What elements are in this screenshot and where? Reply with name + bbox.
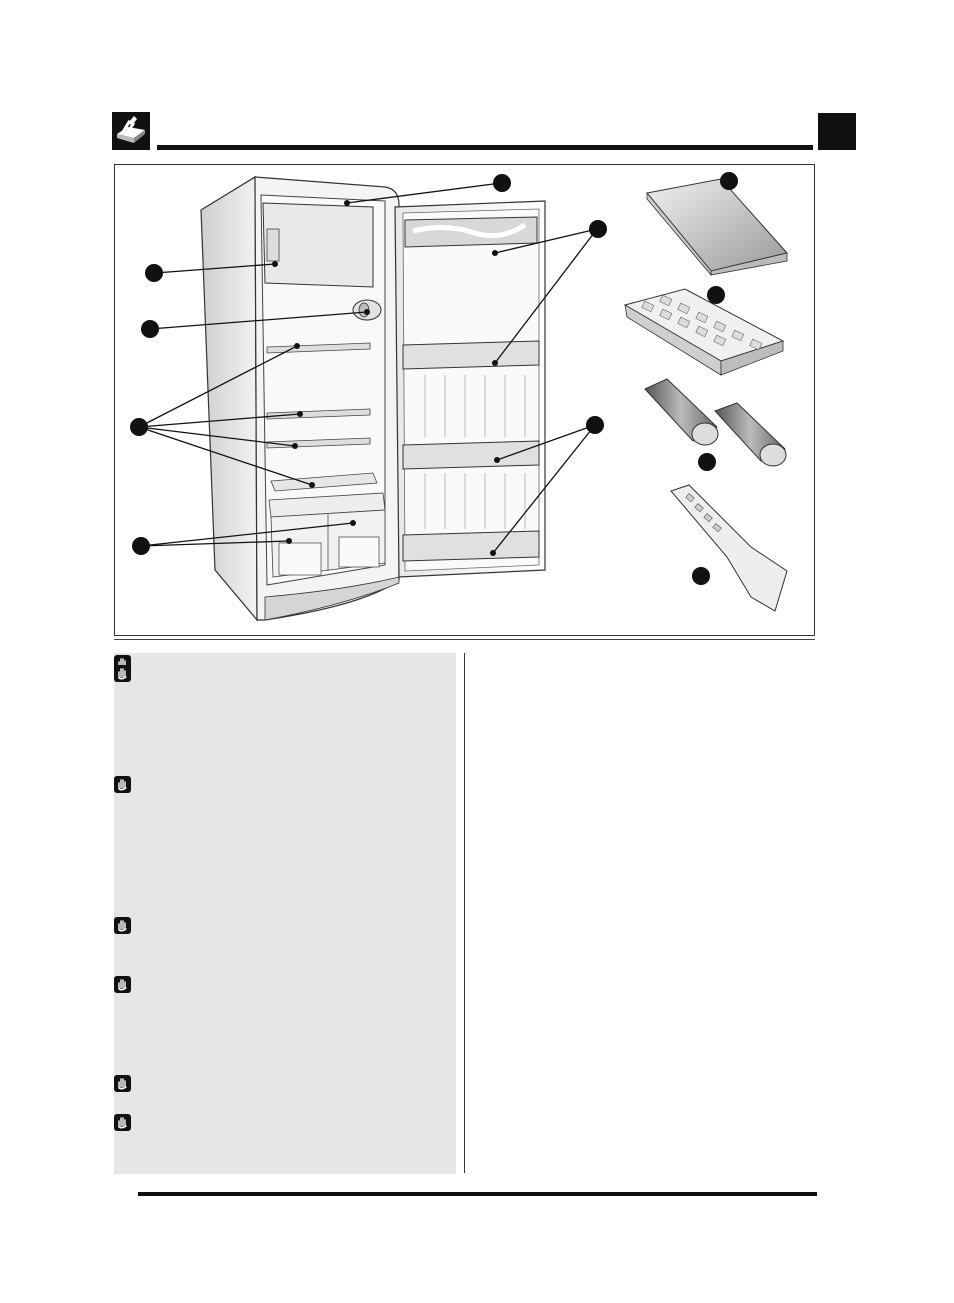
refrigerator-figure xyxy=(114,164,815,636)
callout-marker xyxy=(493,174,511,192)
callout-marker xyxy=(145,264,163,282)
header-rule xyxy=(157,145,813,150)
callout-marker xyxy=(698,453,716,471)
hand-stop-icon xyxy=(114,1114,131,1131)
refrigerator-illustration xyxy=(130,172,788,622)
hand-stop-icon xyxy=(114,1075,131,1092)
callout-marker xyxy=(132,537,150,555)
callout-marker xyxy=(141,320,159,338)
callout-marker xyxy=(589,220,607,238)
footer-rule xyxy=(138,1192,817,1196)
hand-stop-icon xyxy=(114,665,131,682)
callout-marker xyxy=(707,286,725,304)
column-divider xyxy=(464,653,465,1173)
hand-stop-icon xyxy=(114,776,131,793)
callout-marker xyxy=(720,172,738,190)
notes-panel xyxy=(114,653,456,1174)
callout-marker xyxy=(586,416,604,434)
open-manual-icon xyxy=(112,112,150,150)
page-tab xyxy=(818,113,856,150)
figure-rule xyxy=(114,639,815,640)
hand-stop-icon xyxy=(114,976,131,993)
hand-stop-icon xyxy=(114,917,131,934)
callout-marker xyxy=(130,418,148,436)
callout-marker xyxy=(692,567,710,585)
